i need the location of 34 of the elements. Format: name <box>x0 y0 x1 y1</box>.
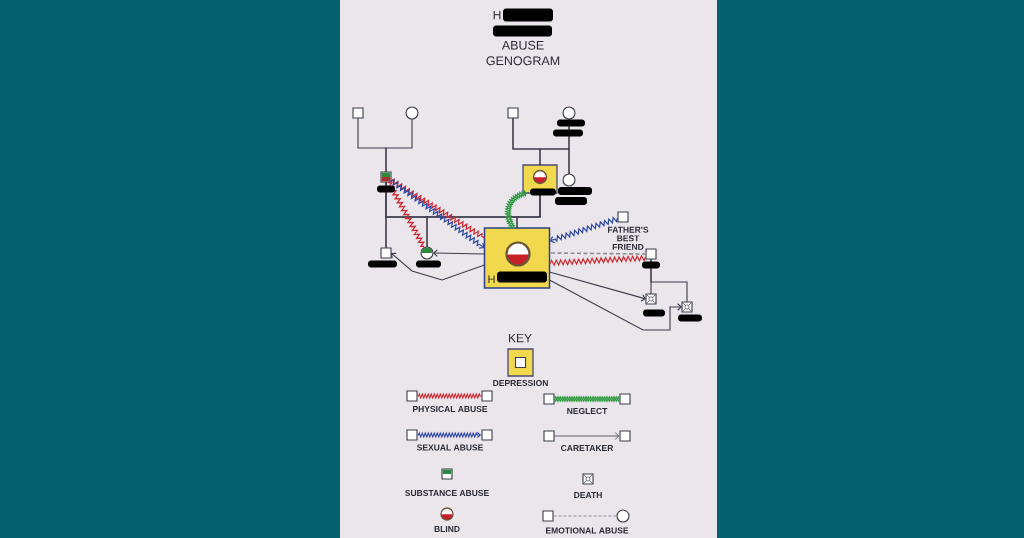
legend-label: BLIND <box>434 526 460 532</box>
person-square <box>507 107 519 119</box>
legend-label: DEPRESSION <box>493 380 548 386</box>
dashed-line <box>548 252 647 255</box>
double-zigzag-line <box>504 189 527 229</box>
zigzag-arrow <box>549 216 619 244</box>
title: ABUSE GENOGRAM <box>486 40 560 66</box>
arrow <box>548 279 682 331</box>
arrow <box>548 271 646 302</box>
connector-line <box>568 118 570 175</box>
person-square <box>617 211 629 223</box>
connector-line <box>385 118 413 173</box>
death-square <box>645 293 657 305</box>
legend-label: CARETAKER <box>561 445 614 451</box>
zigzag-line <box>548 254 647 267</box>
person-square <box>352 107 364 119</box>
legend-label: SEXUAL ABUSE <box>416 444 483 451</box>
connector-line <box>650 258 688 303</box>
legend-label: EMOTIONAL ABUSE <box>546 527 629 534</box>
name-initial: H <box>493 10 501 20</box>
person-square <box>380 171 392 183</box>
arrow <box>433 249 486 257</box>
person-square <box>645 248 657 260</box>
legend-label: NEGLECT <box>567 408 608 414</box>
legend-label: SUBSTANCE ABUSE <box>405 490 489 496</box>
zigzag-line <box>390 177 486 239</box>
legend-label: DEATH <box>574 492 602 498</box>
death-square <box>681 301 693 313</box>
person-square <box>380 247 392 259</box>
zigzag-arrow <box>390 178 485 249</box>
legend-label: PHYSICAL ABUSE <box>413 406 488 412</box>
arrow <box>391 252 486 281</box>
person-caption: FATHER'S BEST FRIEND <box>608 226 649 250</box>
legend-heading: KEY <box>509 333 532 343</box>
